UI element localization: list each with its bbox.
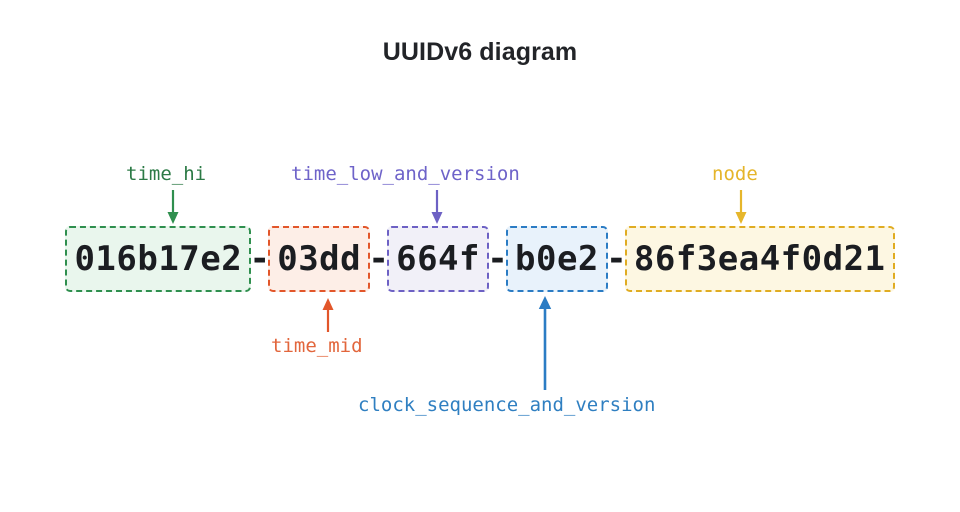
label-node: node: [712, 163, 758, 185]
label-clock-sequence-and-version: clock_sequence_and_version: [358, 394, 656, 416]
label-time-low-and-version: time_low_and_version: [291, 163, 520, 185]
arrow-time-hi: [167, 190, 179, 224]
uuid-segment-node[interactable]: 86f3ea4f0d21: [624, 226, 895, 292]
uuid-separator: -: [368, 239, 389, 279]
uuid-separator: -: [249, 239, 270, 279]
uuid-separator: -: [487, 239, 508, 279]
arrow-time-low-and-version: [431, 190, 443, 224]
arrow-node: [735, 190, 747, 224]
label-time-mid: time_mid: [271, 335, 363, 357]
uuid-segment-clock-sequence-and-version[interactable]: b0e2: [506, 226, 608, 292]
page-title: UUIDv6 diagram: [382, 38, 578, 66]
uuid-separator: -: [606, 239, 627, 279]
arrow-time-mid: [322, 298, 334, 332]
uuid-segment-time-mid[interactable]: 03dd: [268, 226, 371, 292]
uuid-segment-time-hi[interactable]: 016b17e2: [65, 226, 252, 292]
arrow-clock-sequence-and-version: [538, 296, 552, 390]
uuid-string: 016b17e2 - 03dd - 664f - b0e2 - 86f3ea4f…: [0, 226, 960, 292]
uuid-segment-time-low-and-version[interactable]: 664f: [387, 226, 489, 292]
label-time-hi: time_hi: [126, 163, 207, 185]
